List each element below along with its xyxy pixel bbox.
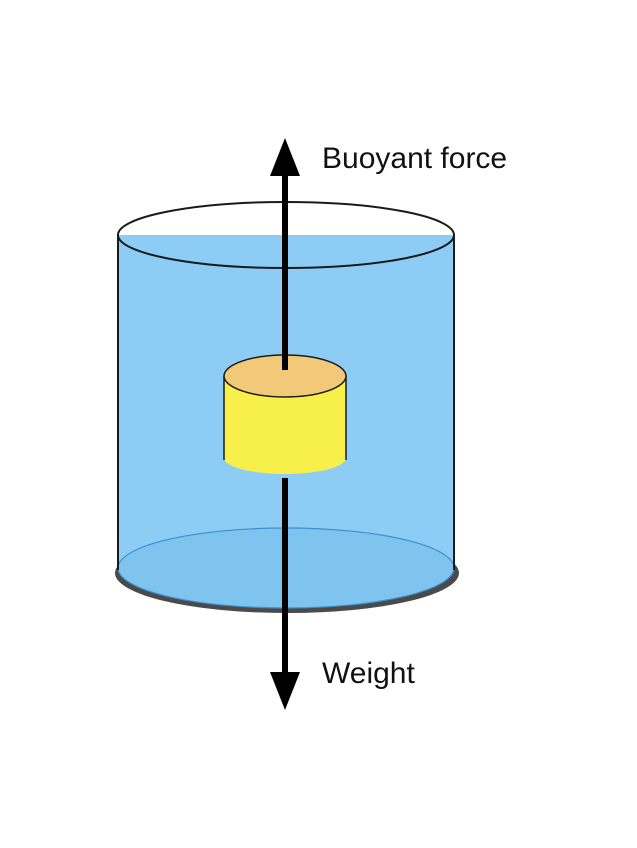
up-arrowhead-icon [270, 138, 300, 176]
weight-label: Weight [322, 657, 415, 690]
object-side [224, 376, 346, 474]
weight-arrow [270, 478, 300, 710]
buoyant-force-label: Buoyant force [322, 142, 507, 175]
submerged-object [223, 354, 347, 474]
down-arrowhead-icon [270, 672, 300, 710]
buoyant-force-arrow [270, 138, 300, 370]
